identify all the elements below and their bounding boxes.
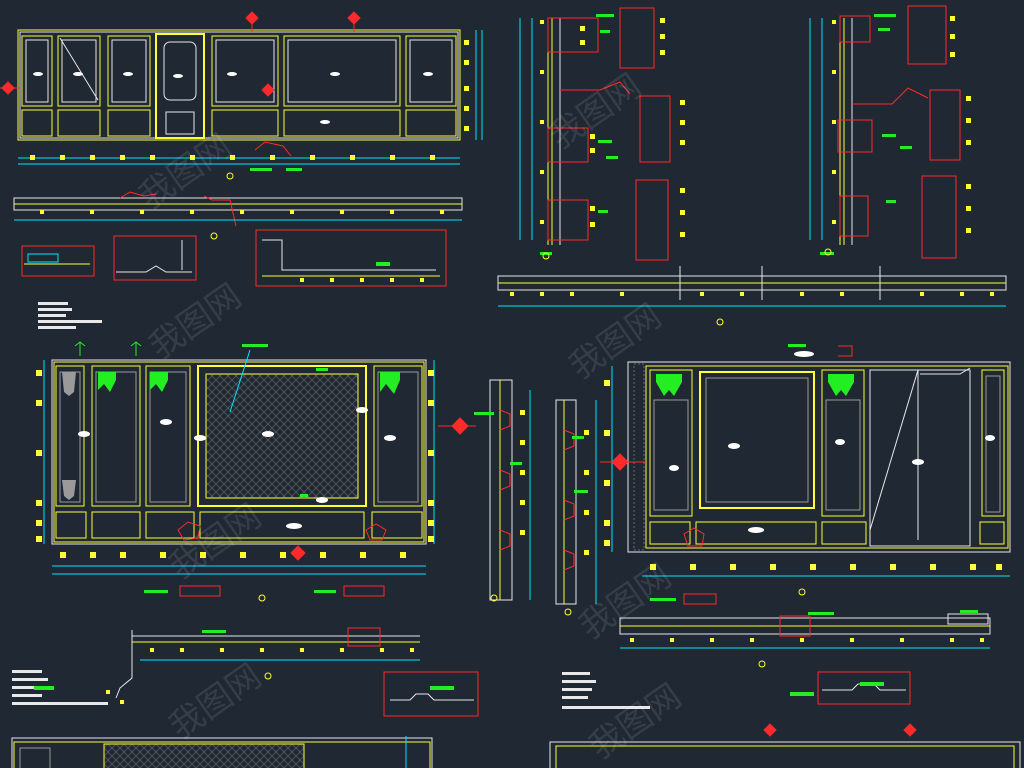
notes-block	[38, 302, 102, 329]
section-strip-top-right	[497, 266, 1007, 326]
elevation-top-left	[0, 11, 483, 180]
detail-boxes-top-left	[21, 229, 447, 287]
section-lower-right	[562, 610, 991, 709]
bottom-cutoff-elevations	[11, 723, 1021, 768]
section-top-right	[809, 5, 971, 259]
section-lower-left	[12, 627, 479, 717]
section-top-middle	[519, 7, 685, 261]
elevation-mid-left	[36, 341, 476, 602]
elevation-mid-right	[600, 344, 1011, 615]
section-mid-center	[474, 379, 597, 616]
section-strip-top-left	[13, 191, 463, 240]
